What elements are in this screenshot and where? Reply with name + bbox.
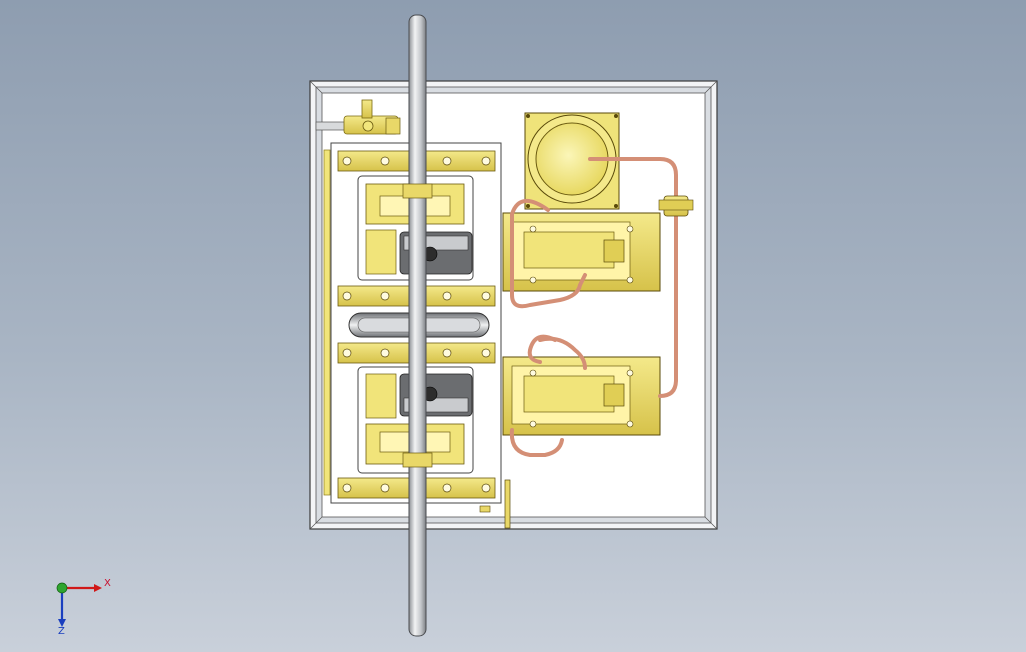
inline-valve[interactable] (658, 195, 694, 217)
vertical-shaft[interactable] (402, 14, 433, 637)
bolt-holes (342, 156, 491, 493)
boiler-burner[interactable] (524, 112, 620, 210)
z-axis-label: Z (58, 626, 65, 637)
fitting-valve[interactable] (315, 99, 401, 135)
copper-piping[interactable] (509, 157, 678, 457)
coordinate-triad: X Z (56, 578, 111, 637)
side-lever[interactable] (479, 479, 511, 529)
lower-pump-block[interactable] (502, 356, 661, 436)
x-axis-label: X (104, 578, 111, 589)
